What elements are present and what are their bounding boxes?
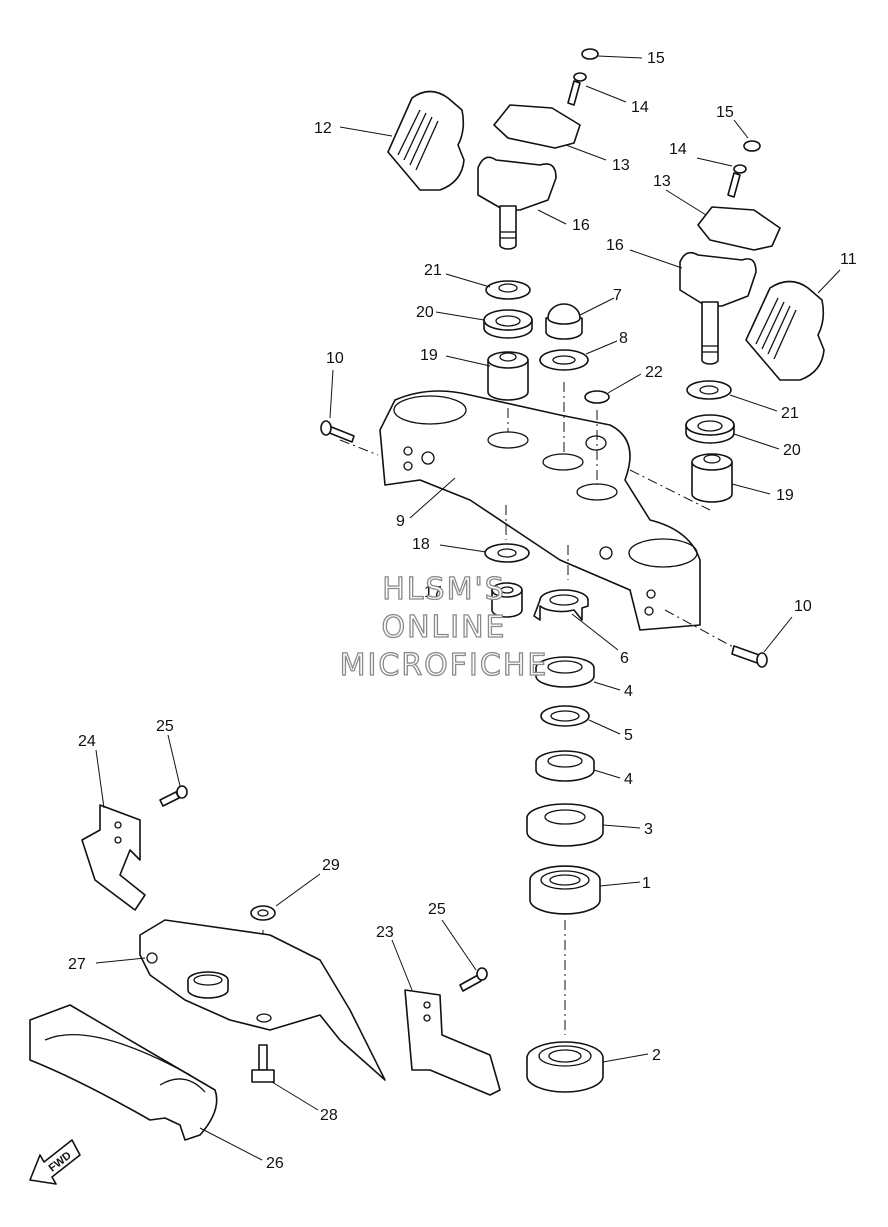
cap-13-left (493, 104, 581, 149)
cover-11 (745, 280, 825, 381)
callout-24: 24 (78, 733, 96, 750)
callout-4-upper: 4 (624, 683, 633, 700)
cover-26 (29, 1004, 218, 1141)
callout-28: 28 (320, 1107, 338, 1124)
callout-18: 18 (412, 536, 430, 553)
cover-12 (387, 90, 465, 191)
upper-bracket-9 (379, 390, 701, 631)
callout-9: 9 (396, 513, 405, 530)
cap-13-right (697, 206, 781, 251)
cap-15-left (581, 48, 599, 60)
callout-25-left: 25 (156, 718, 174, 735)
callout-17: 17 (424, 584, 442, 601)
washer-21-left (485, 280, 531, 300)
bearing-2 (526, 1041, 604, 1093)
holder-16-left (477, 156, 557, 250)
callout-20-right: 20 (783, 442, 801, 459)
bracket-24 (81, 804, 146, 911)
grommet-29 (250, 905, 276, 921)
callout-25-right: 25 (428, 901, 446, 918)
callout-13-left: 13 (612, 157, 630, 174)
callout-27: 27 (68, 956, 86, 973)
callout-21-left: 21 (424, 262, 442, 279)
callout-16-right: 16 (606, 237, 624, 254)
callout-15-right: 15 (716, 104, 734, 121)
fwd-arrow-icon: FWD (29, 1139, 81, 1185)
ring-nut-4-lower (535, 750, 595, 782)
plug-22 (584, 390, 610, 404)
plate-27 (139, 919, 386, 1081)
nut-17 (491, 582, 523, 618)
washer-21-right (686, 380, 732, 400)
bolt-14-left (567, 72, 587, 106)
watermark-line-1: HLSM'S (382, 571, 506, 607)
callout-19-right: 19 (776, 487, 794, 504)
watermark-line-2: ONLINE (381, 609, 507, 645)
bearing-1 (529, 865, 601, 915)
lock-washer-6 (533, 589, 589, 621)
seal-20-right (685, 414, 735, 444)
callout-4-lower: 4 (624, 771, 633, 788)
bushing-19-left (487, 351, 529, 401)
callout-14-left: 14 (631, 99, 649, 116)
washer-8 (539, 349, 589, 371)
callout-19-left: 19 (420, 347, 438, 364)
bushing-19-right (691, 453, 733, 503)
callout-12: 12 (314, 120, 332, 137)
callout-3: 3 (644, 821, 653, 838)
callout-7: 7 (613, 287, 622, 304)
callout-8: 8 (619, 330, 628, 347)
bolt-10-left (320, 420, 355, 443)
dust-cover-3 (526, 803, 604, 847)
callout-10-left: 10 (326, 350, 344, 367)
callout-22: 22 (645, 364, 663, 381)
bolt-25-right (459, 967, 488, 992)
cap-nut-7 (545, 303, 583, 340)
callout-6: 6 (620, 650, 629, 667)
bolt-28 (251, 1044, 275, 1083)
bolt-10-right (731, 645, 768, 668)
bracket-23 (404, 989, 501, 1096)
holder-16-right (679, 251, 757, 365)
bolt-14-right (727, 164, 747, 198)
callout-29: 29 (322, 857, 340, 874)
washer-5 (540, 705, 590, 727)
callout-5: 5 (624, 727, 633, 744)
seal-20-left (483, 309, 533, 339)
washer-18 (484, 543, 530, 563)
callout-labels: 1 2 3 4 4 5 6 7 8 9 10 10 11 12 13 13 14… (68, 50, 857, 1172)
callout-16-left: 16 (572, 217, 590, 234)
leader-lines (95, 55, 841, 1161)
callout-13-right: 13 (653, 173, 671, 190)
callout-11: 11 (840, 251, 857, 268)
callout-2: 2 (652, 1047, 661, 1064)
callout-10-right: 10 (794, 598, 812, 615)
callout-26: 26 (266, 1155, 284, 1172)
callout-1: 1 (642, 875, 651, 892)
callout-20-left: 20 (416, 304, 434, 321)
bolt-25-left (159, 785, 188, 807)
callout-23: 23 (376, 924, 394, 941)
watermark-line-3: MICROFICHE (339, 647, 549, 683)
callout-21-right: 21 (781, 405, 799, 422)
ring-nut-4-upper (535, 656, 595, 688)
callout-15-left: 15 (647, 50, 665, 67)
cap-15-right (743, 140, 761, 152)
callout-14-right: 14 (669, 141, 687, 158)
